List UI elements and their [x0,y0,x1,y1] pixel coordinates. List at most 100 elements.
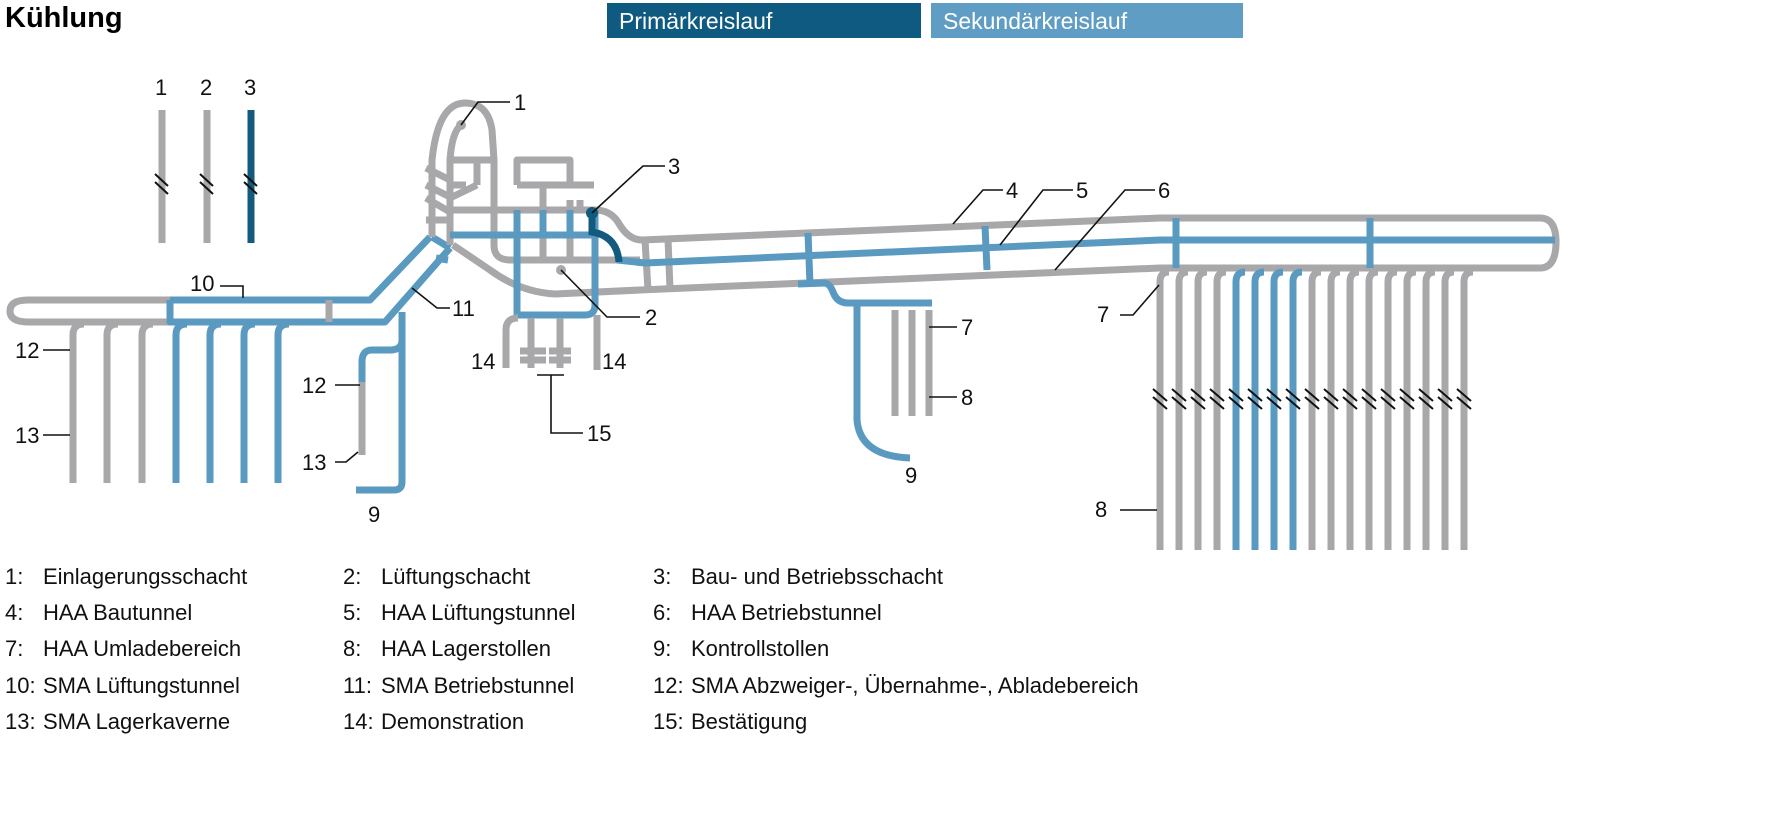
label-1: 1 [514,90,526,115]
key-number: 10: [5,673,36,698]
shaft-stubs: 1 2 3 [154,75,258,243]
key-text: HAA Lüftungstunnel [381,600,576,625]
break-mark [1304,396,1320,410]
break-mark [1152,396,1168,410]
label-3: 3 [668,154,680,179]
label-7: 7 [961,315,973,340]
key-number: 8: [343,636,362,661]
key-number: 6: [653,600,672,625]
key-text: SMA Lagerkaverne [43,709,231,734]
label-9: 9 [905,463,917,488]
break-mark [1190,388,1206,402]
break-mark [1304,388,1320,402]
key-number: 11: [343,673,372,698]
break-mark [1361,388,1377,402]
storage-tunnel [1384,268,1398,550]
legend-key-item: 4: HAA Bautunnel [5,600,192,626]
storage-tunnel [1441,268,1455,550]
break-mark [1342,388,1358,402]
storage-tunnel [1232,268,1246,550]
sma-area [6,234,453,494]
label-14: 14 [602,349,626,374]
storage-tunnel [1308,268,1322,550]
break-mark [1380,388,1396,402]
storage-tunnel [1422,268,1436,550]
key-text: HAA Lagerstollen [381,636,551,661]
key-text: SMA Lüftungstunnel [43,673,240,698]
break-mark [1247,396,1263,410]
legend-primary-circuit: Primärkreislauf [607,3,921,38]
legend-key-item: 12:SMA Abzweiger-, Übernahme-, Abladeber… [653,673,1139,699]
storage-tunnel [1251,268,1265,550]
label-14: 14 [471,349,495,374]
legend-secondary-circuit: Sekundärkreislauf [931,3,1243,38]
storage-tunnel [1270,268,1284,550]
key-number: 13: [5,709,36,734]
label-12: 12 [15,338,39,363]
break-mark [1456,396,1472,410]
break-mark [1247,388,1263,402]
key-number: 15: [653,709,684,734]
break-mark [1418,396,1434,410]
haa-storage-tunnels [1152,268,1474,550]
label-10: 10 [190,271,214,296]
break-mark [1152,388,1168,402]
legend-key-item: 8: HAA Lagerstollen [343,636,551,662]
storage-tunnel [1460,268,1474,550]
label-6: 6 [1158,178,1170,203]
break-mark [1323,388,1339,402]
legend-key-item: 3:Bau- und Betriebsschacht [653,564,943,590]
storage-tunnel [1365,268,1379,550]
key-number: 5: [343,600,362,625]
key-text: HAA Bautunnel [43,600,193,625]
label-8: 8 [1095,497,1107,522]
label-15: 15 [587,421,611,446]
break-mark [1456,388,1472,402]
legend-key-item: 13: SMA Lagerkaverne [5,709,230,735]
key-number: 4: [5,600,24,625]
legend-key-item: 7:HAA Umladebereich [5,636,241,662]
key-number: 12: [653,673,684,698]
break-mark [1380,396,1396,410]
break-mark [1399,396,1415,410]
key-text: HAA Umladebereich [43,636,242,661]
break-mark [1266,396,1282,410]
break-mark [1437,388,1453,402]
legend-key-item: 9: Kontrollstollen [653,636,829,662]
key-number: 1: [5,564,24,589]
storage-tunnel [1346,268,1360,550]
label-8: 8 [961,385,973,410]
legend-key-item: 6: HAA Betriebstunnel [653,600,882,626]
legend-key-item: 1:Einlagerungsschacht [5,564,247,590]
storage-tunnel [1156,268,1170,550]
break-mark [1399,388,1415,402]
label-7: 7 [1097,302,1109,327]
key-text: SMA Betriebstunnel [381,673,575,698]
label-9: 9 [368,502,380,527]
break-mark [1323,396,1339,410]
legend-key-item: 14:Demonstration [343,709,524,735]
break-mark [1266,388,1282,402]
key-number: 2: [343,564,362,589]
label-4: 4 [1006,178,1018,203]
break-mark [1285,388,1301,402]
key-text: Demonstration [381,709,525,734]
storage-tunnel [1289,268,1303,550]
break-mark [1171,388,1187,402]
key-text: Kontrollstollen [691,636,830,661]
legend-key-item: 15:Bestätigung [653,709,807,735]
legend-key-item: 2:Lüftungschacht [343,564,530,590]
central-area [424,99,1560,462]
key-text: HAA Betriebstunnel [691,600,882,625]
break-mark [1437,396,1453,410]
label-5: 5 [1076,178,1088,203]
key-number: 3: [653,564,672,589]
label-2: 2 [645,305,657,330]
key-number: 9: [653,636,672,661]
storage-tunnel [1213,268,1227,550]
callouts: 1 3 2 4 5 6 7 8 7 8 9 9 10 11 12 13 12 1… [15,90,1170,527]
label-12: 12 [302,373,326,398]
break-mark [1190,396,1206,410]
